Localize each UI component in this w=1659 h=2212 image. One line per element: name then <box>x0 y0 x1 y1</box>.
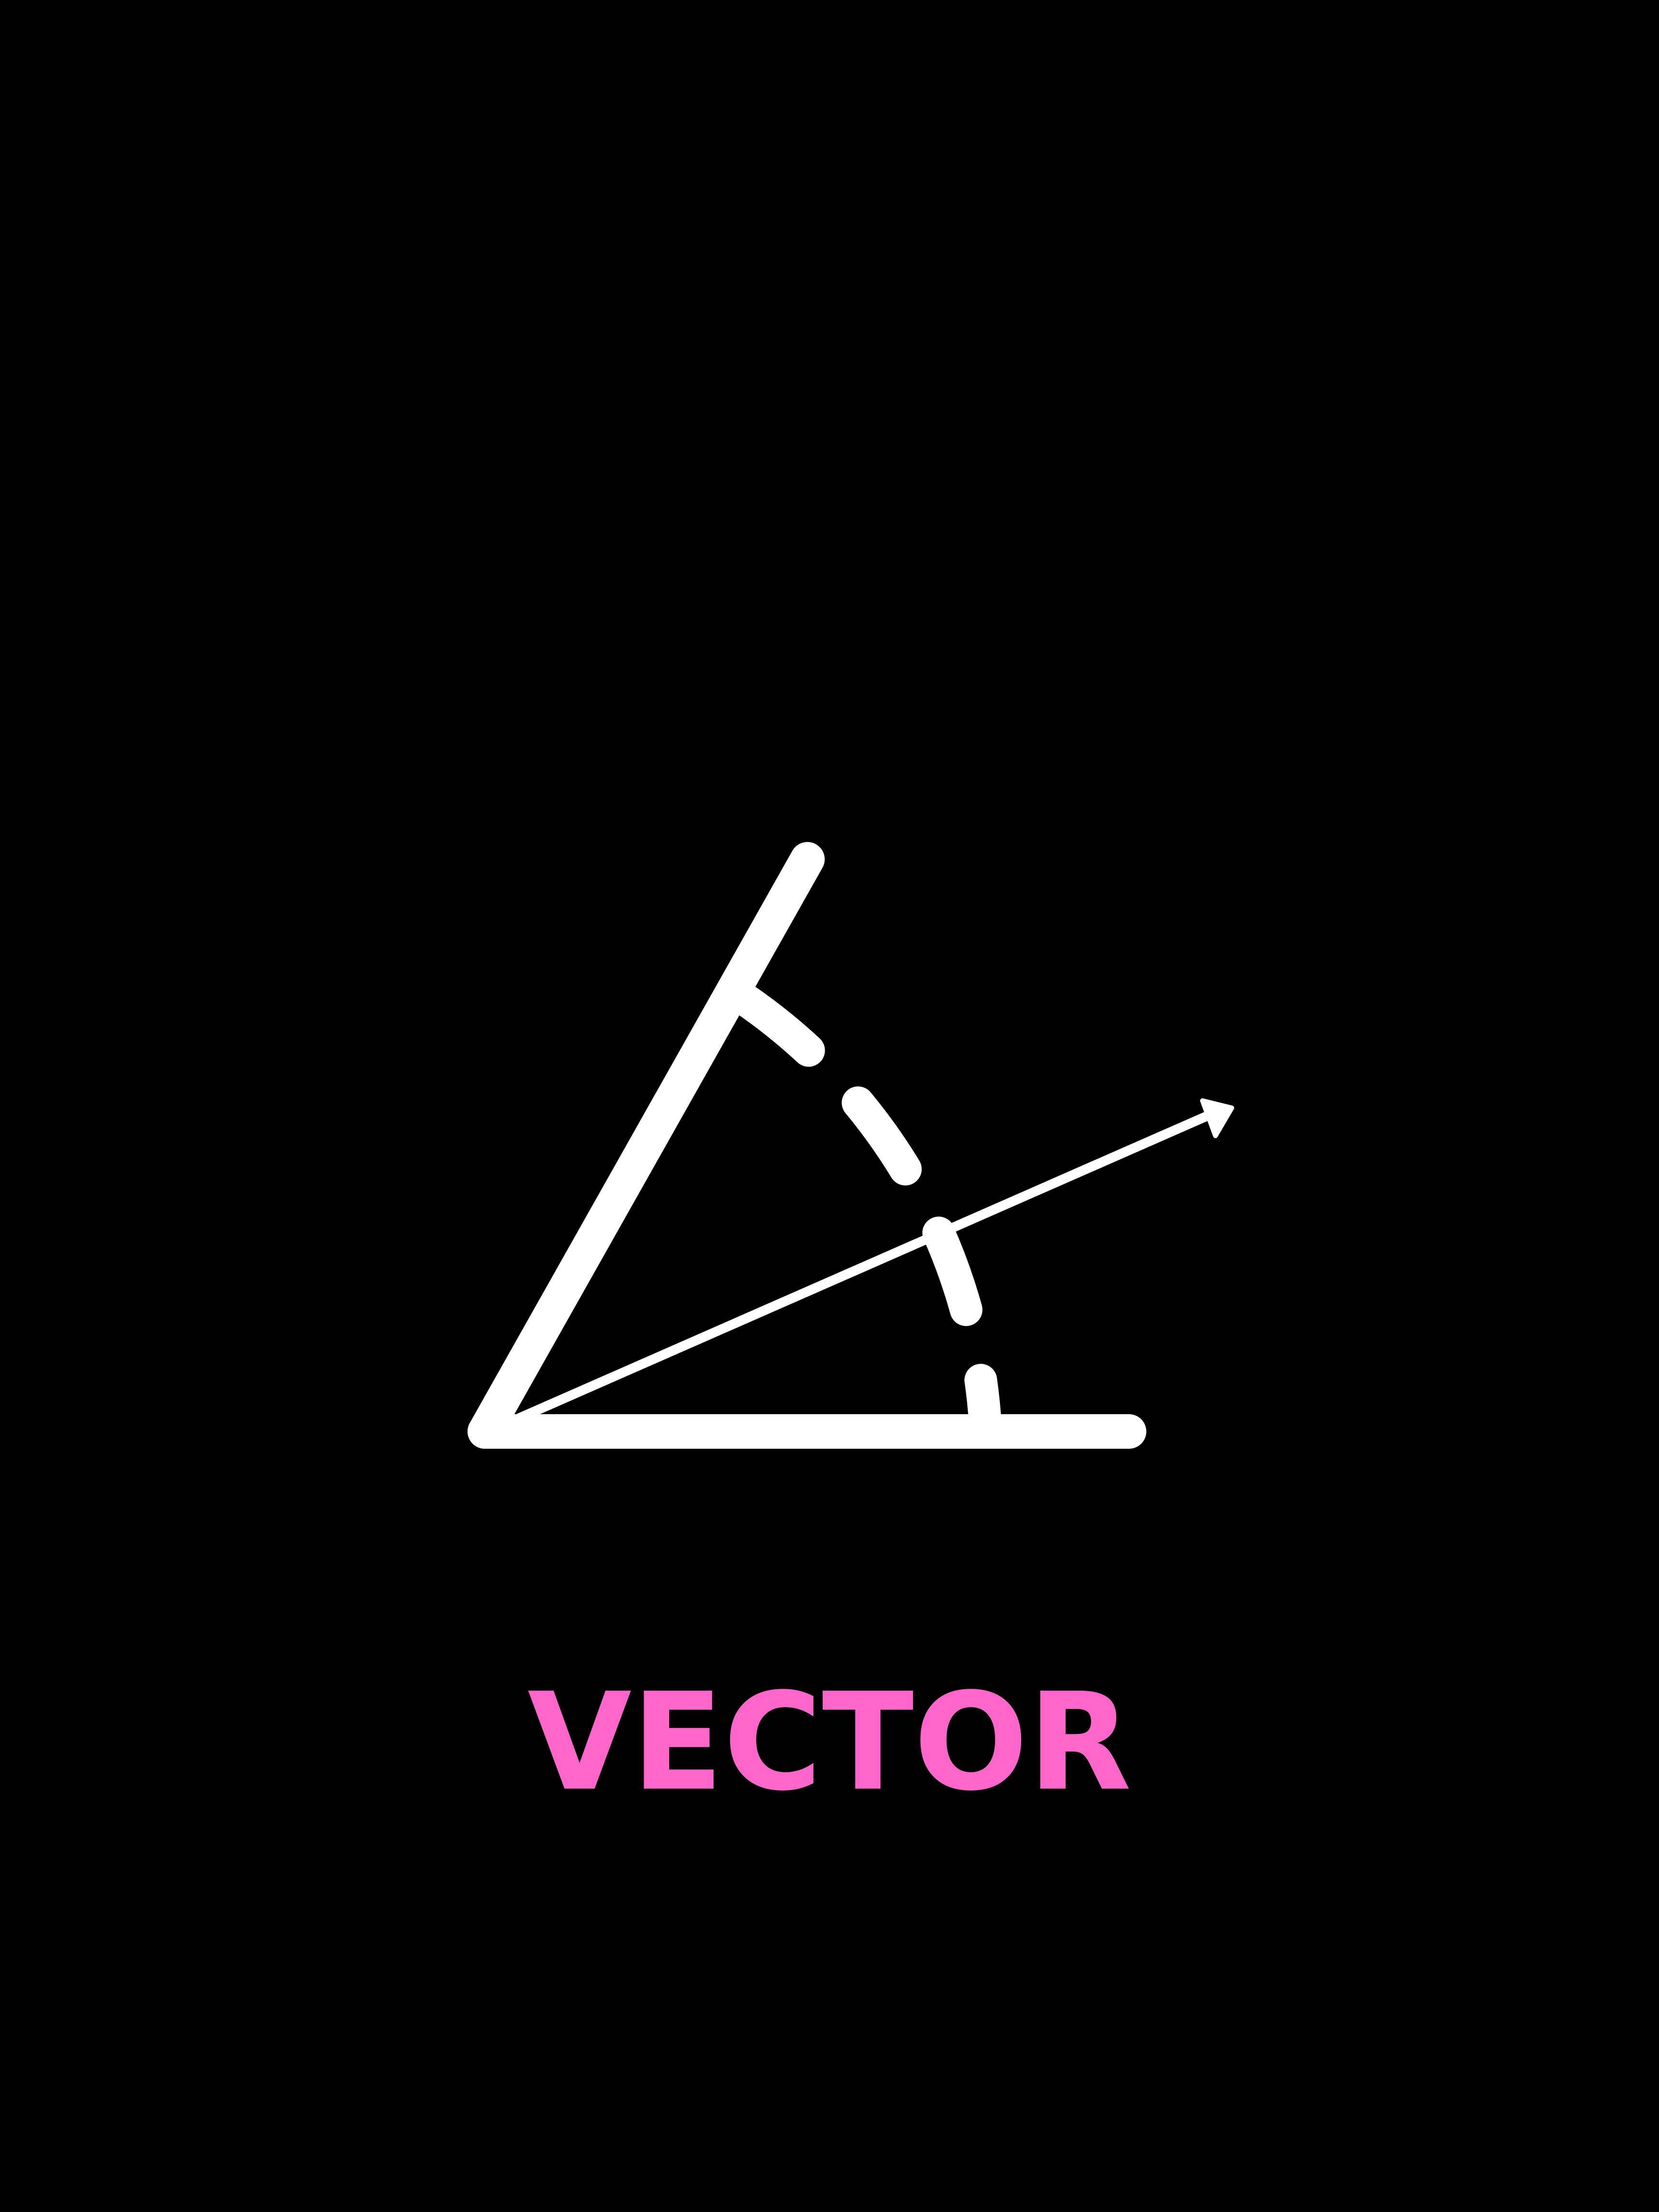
angle-arc <box>729 983 1001 1437</box>
logo-title: VECTOR <box>527 1664 1132 1821</box>
vector-shaft <box>499 1108 1219 1430</box>
vector-arrowhead <box>1200 1098 1234 1138</box>
angle-side <box>468 842 825 1449</box>
